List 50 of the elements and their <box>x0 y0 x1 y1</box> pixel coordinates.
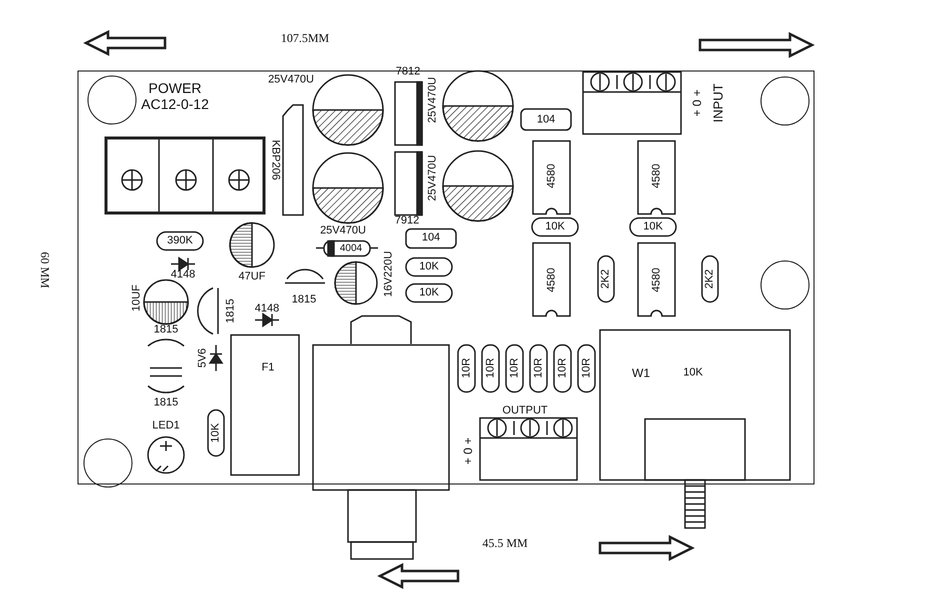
component-label: 4580 <box>652 268 662 292</box>
component-label: 4580 <box>546 268 558 292</box>
component-label: 25V470U <box>268 74 314 86</box>
component-label: W1 <box>632 367 650 379</box>
component-label: 10K <box>643 222 663 232</box>
component-label: 1815 <box>154 398 178 408</box>
component-label: 1815 <box>292 294 316 306</box>
component-label: 5V6 <box>198 348 208 368</box>
component-label: 25V470U <box>428 77 438 123</box>
component-label: 10R <box>486 358 496 378</box>
terminal-label: + 0 + <box>462 437 474 465</box>
component-label: 4148 <box>170 270 196 280</box>
component-label: 10R <box>582 358 592 378</box>
component-label: 4580 <box>652 164 662 188</box>
component-label: 2K2 <box>600 269 612 289</box>
component-label: 16V220U <box>384 251 394 297</box>
connector-label: OUTPUT <box>502 406 548 416</box>
component-label: 7912 <box>394 216 420 226</box>
dimension-label: 107.5MM <box>280 32 330 44</box>
component-label: 10K <box>210 423 222 443</box>
terminal-label: + 0 + <box>691 89 703 117</box>
component-label: 25V470U <box>428 155 438 201</box>
dimension-label: 60 MM <box>39 252 51 288</box>
component-label: 4148 <box>254 304 280 314</box>
component-label: 1815 <box>154 324 178 336</box>
component-label: 10K <box>419 288 439 298</box>
component-label: 47UF <box>238 272 266 282</box>
component-label: 1815 <box>226 298 236 324</box>
dimension-label: 45.5 MM <box>482 537 528 549</box>
component-label: 2K2 <box>704 269 716 289</box>
component-label: F1 <box>262 362 274 374</box>
component-label: 10K <box>683 368 703 378</box>
component-label: 25V470U <box>320 226 366 236</box>
component-label: KBP206 <box>270 140 280 180</box>
component-label: 10R <box>534 358 544 378</box>
component-label: 104 <box>536 114 556 126</box>
component-label: 390K <box>167 236 193 246</box>
connector-label: POWER <box>148 81 202 95</box>
component-label: 10R <box>462 358 472 378</box>
connector-label: AC12-0-12 <box>141 97 209 111</box>
component-label: 10R <box>510 358 520 378</box>
component-label: 104 <box>422 232 440 244</box>
component-label: 10K <box>545 222 565 232</box>
component-label: 10R <box>558 358 568 378</box>
connector-label: INPUT <box>712 84 724 122</box>
component-label: 4580 <box>546 164 558 188</box>
component-label: 10K <box>419 262 439 272</box>
component-label: LED1 <box>152 420 180 432</box>
component-label: 10UF <box>132 284 142 312</box>
component-label: 4004 <box>340 244 362 254</box>
